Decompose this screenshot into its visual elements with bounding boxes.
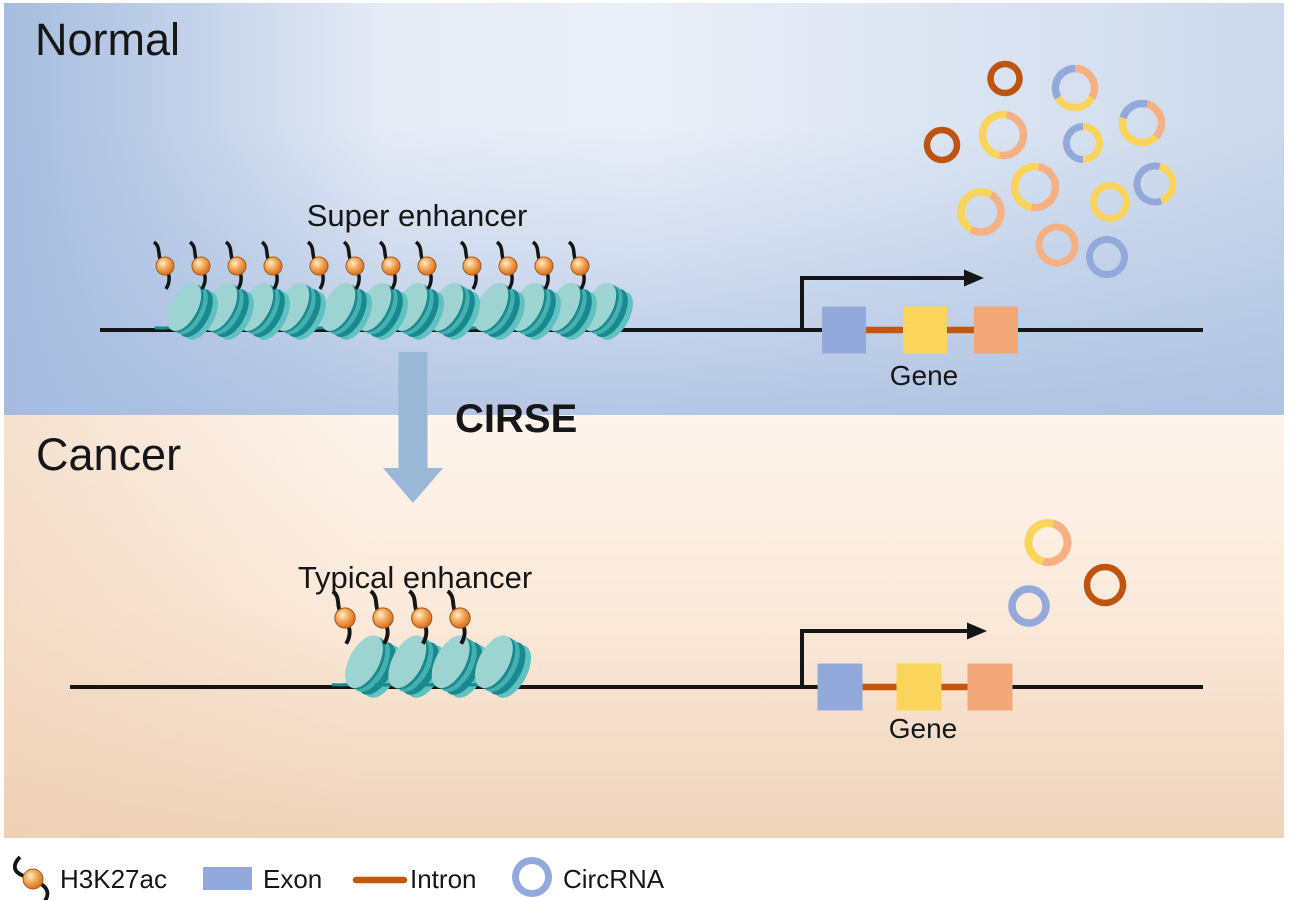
circrna-ring bbox=[1063, 123, 1103, 163]
panel-cancer bbox=[4, 415, 1284, 838]
cancer-title: Cancer bbox=[36, 429, 182, 480]
circrna-ring bbox=[1024, 519, 1072, 566]
legend-icons bbox=[12, 855, 552, 900]
legend-label-exon: Exon bbox=[263, 864, 323, 894]
h3k27ac-mark bbox=[408, 589, 433, 645]
circrna-ring bbox=[978, 110, 1028, 160]
exon bbox=[822, 306, 866, 354]
exon bbox=[974, 306, 1018, 354]
h3k27ac-mark bbox=[369, 589, 394, 645]
cirse-label: CIRSE bbox=[455, 397, 578, 441]
legend-label-circrna: CircRNA bbox=[563, 864, 665, 894]
nucleosome bbox=[154, 282, 218, 340]
nucleosome bbox=[461, 635, 532, 698]
h3k27ac-mark bbox=[495, 240, 518, 290]
h3k27ac-mark bbox=[188, 240, 211, 290]
circrna-ring bbox=[1090, 182, 1130, 222]
circrna-ring bbox=[1133, 162, 1177, 206]
transcription-arrowhead bbox=[967, 622, 987, 640]
circrna-legend-icon bbox=[512, 857, 552, 897]
circrna-ring bbox=[987, 60, 1023, 97]
super-enhancer-label: Super enhancer bbox=[306, 198, 528, 233]
h3k27ac-mark bbox=[260, 240, 283, 290]
nucleosome bbox=[418, 635, 488, 698]
h3k27ac-mark bbox=[414, 240, 437, 290]
legend-label-intron: Intron bbox=[410, 864, 477, 894]
transcription-arrow bbox=[800, 276, 966, 330]
exon-legend-icon bbox=[203, 867, 252, 890]
normal-title: Normal bbox=[35, 14, 181, 65]
h3k27ac-mark bbox=[306, 240, 329, 290]
gene-region bbox=[800, 622, 1013, 711]
h3k27ac-mark bbox=[331, 589, 356, 645]
exon bbox=[967, 663, 1013, 711]
transcription-arrowhead bbox=[964, 269, 984, 287]
cirse-arrow bbox=[383, 352, 443, 503]
nucleosome bbox=[308, 282, 372, 340]
gene-label-cancer: Gene bbox=[888, 713, 958, 744]
typical-enhancer-label: Typical enhancer bbox=[297, 560, 533, 595]
exon bbox=[903, 306, 947, 354]
circrna-ring bbox=[923, 126, 961, 164]
legend-label-h3k27ac: H3K27ac bbox=[60, 864, 167, 894]
circrna-ring bbox=[1010, 162, 1060, 212]
circrna-ring bbox=[1118, 99, 1166, 147]
transcription-arrow bbox=[800, 629, 969, 687]
h3k27ac-mark bbox=[459, 240, 482, 290]
exon bbox=[896, 663, 942, 711]
h3k27ac-legend-icon bbox=[12, 855, 25, 878]
gene-label-normal: Gene bbox=[889, 360, 959, 391]
nucleosome bbox=[331, 635, 402, 698]
circrna-ring bbox=[957, 188, 1005, 236]
h3k27ac-mark bbox=[152, 240, 175, 290]
gene-region bbox=[800, 269, 1018, 354]
circrna-ring bbox=[1035, 223, 1079, 267]
h3k27ac-mark bbox=[567, 240, 590, 290]
circrna-ring bbox=[1008, 585, 1050, 627]
h3k27ac-mark bbox=[378, 240, 401, 290]
h3k27ac-mark bbox=[224, 240, 247, 290]
h3k27ac-mark bbox=[342, 240, 365, 290]
nucleosome bbox=[375, 635, 445, 698]
h3k27ac-legend-icon-tail bbox=[39, 882, 50, 900]
circrna-ring bbox=[1086, 236, 1128, 278]
h3k27ac-mark bbox=[531, 240, 554, 290]
h3k27ac-mark bbox=[446, 589, 471, 645]
circrna-ring bbox=[1083, 563, 1127, 607]
circrna-ring bbox=[1051, 64, 1099, 112]
exon bbox=[817, 663, 863, 711]
